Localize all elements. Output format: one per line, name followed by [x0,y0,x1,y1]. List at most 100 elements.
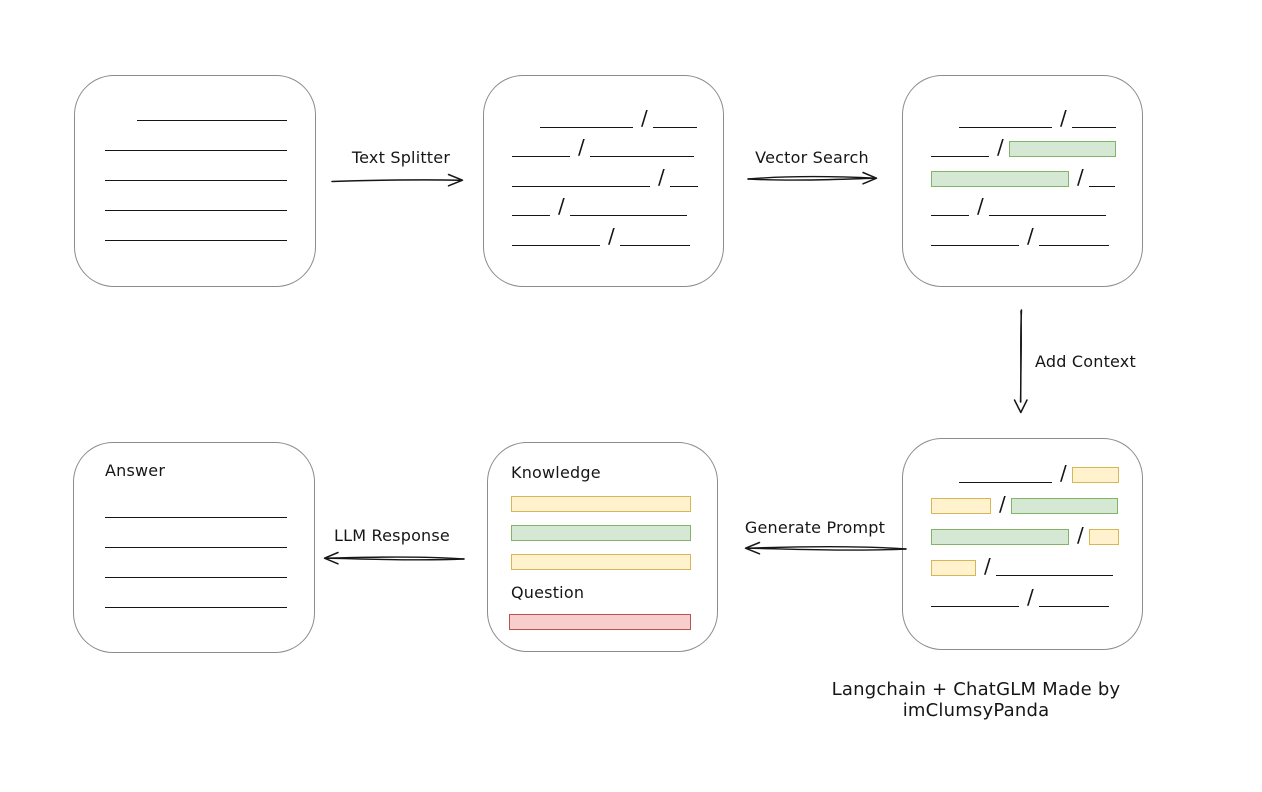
answer-content: Answer [74,443,314,608]
text-splitter-label: Text Splitter [351,148,451,167]
text-line [540,126,633,128]
add-context-label: Add Context [1035,352,1136,371]
split-text-box: / / / / / [483,75,724,287]
yellow-highlight-chunk [931,560,976,576]
chunk-row: / [512,157,723,187]
red-bar [509,614,691,630]
vector-search-label: Vector Search [755,148,869,167]
text-line [931,156,989,157]
add-context-arrow [1013,309,1028,414]
generate-prompt-arrow [744,541,907,555]
text-line [619,244,690,246]
question-bars [509,614,717,630]
chunk-row [105,548,314,578]
chunk-row: / [540,98,723,128]
chunk-row: / [931,216,1142,246]
text-line [105,607,287,608]
yellow-highlight-chunk [931,498,991,514]
text-line [995,575,1113,576]
text-line [137,120,287,121]
text-line [1038,244,1109,246]
vector-matches-rows: ///// [903,76,1142,246]
slash-separator: / [997,135,1004,159]
slash-separator: / [578,135,585,159]
chunk-row: / [931,187,1142,216]
text-line [105,547,287,548]
chunk-row [137,91,315,121]
green-bar [511,525,691,541]
llm-response-label: LLM Response [334,526,450,545]
text-line [105,517,287,518]
text-line [569,215,687,216]
chunk-row: / [931,157,1142,187]
vector-matches-box: ///// [902,75,1143,287]
text-line [931,606,1019,607]
slash-separator: / [608,223,615,248]
chunk-row: / [512,128,723,159]
chunk-row [105,488,314,518]
question-label: Question [511,583,585,602]
text-line [105,240,287,241]
text-line [959,126,1052,128]
text-line [931,244,1019,246]
slash-separator: / [984,554,991,578]
chunk-row: / [931,545,1142,576]
prompt-box: Knowledge Question [487,442,718,652]
chunk-row [105,518,314,548]
text-splitter-arrow [331,173,464,187]
caption-text: Langchain + ChatGLM Made by imClumsyPand… [831,679,1121,721]
slash-separator: / [558,194,565,218]
chunk-row: / [512,216,723,246]
text-line [512,215,550,216]
green-highlight-chunk [1008,141,1116,157]
knowledge-bars [511,496,717,570]
answer-box: Answer [73,442,315,653]
slash-separator: / [641,105,648,130]
llm-response-arrow [323,551,465,565]
chunk-row: / [959,452,1142,483]
split-text-rows: / / / / / [484,76,723,246]
slash-separator: / [999,492,1006,516]
chunk-row [105,181,315,211]
text-line [959,482,1052,483]
chunk-row: / [512,187,723,218]
context-chunks-rows: / / / / / [903,439,1142,607]
text-line [1071,126,1116,128]
chunk-row: / [931,483,1142,514]
slash-separator: / [1077,523,1084,547]
slash-separator: / [1027,585,1034,609]
text-line [1038,606,1109,607]
source-document-box [74,75,316,287]
slash-separator: / [658,164,665,189]
text-line [652,126,697,128]
slash-separator: / [1077,164,1084,189]
chunk-row [105,578,314,608]
green-highlight-chunk [1010,498,1118,514]
chunk-row: / [931,514,1142,545]
vector-search-arrow [747,171,878,185]
knowledge-label: Knowledge [511,463,601,482]
chunk-row [105,121,315,151]
slash-separator: / [1060,461,1067,485]
text-line [1088,185,1115,187]
chunk-row: / [931,576,1142,607]
context-chunks-box: / / / / / [902,438,1143,650]
yellow-bar [511,554,691,570]
document-lines [75,76,315,241]
generate-prompt-label: Generate Prompt [744,518,886,537]
slash-separator: / [1060,105,1067,130]
text-line [512,244,600,246]
slash-separator: / [1027,223,1034,248]
text-line [931,215,969,216]
chunk-row [105,151,315,181]
text-line [669,185,698,187]
chunk-row [105,211,315,241]
text-line [105,150,287,151]
prompt-content: Knowledge Question [488,443,717,630]
chunk-row: / [959,98,1142,128]
answer-label: Answer [105,461,166,480]
text-line [589,156,694,157]
text-line [105,210,287,211]
answer-lines [105,488,314,608]
text-line [512,156,570,157]
